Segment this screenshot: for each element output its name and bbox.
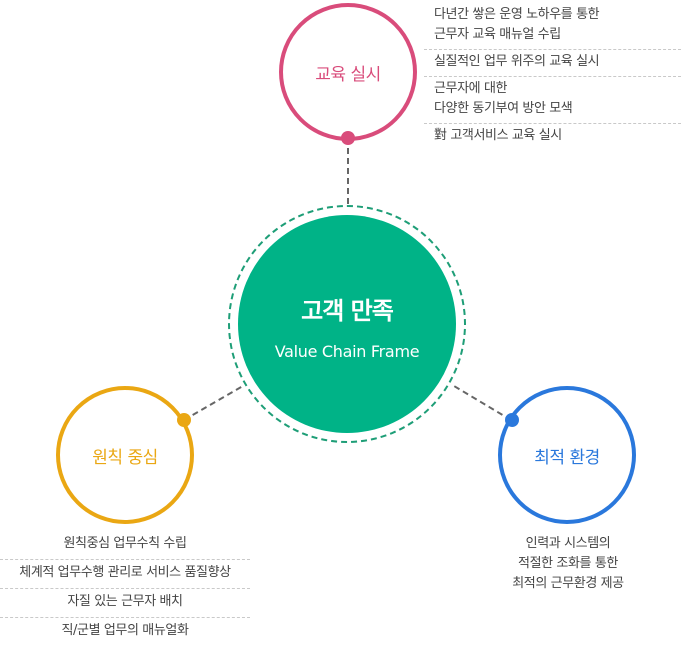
center-title: 고객 만족 <box>301 297 394 325</box>
principle-list: 원칙중심 업무수칙 수립 체계적 업무수행 관리로 서비스 품질향상 자질 있는… <box>0 531 250 646</box>
principle-item: 원칙중심 업무수칙 수립 <box>0 531 250 560</box>
principle-item: 체계적 업무수행 관리로 서비스 품질향상 <box>0 560 250 589</box>
education-item-line: 근무자 교육 매뉴얼 수립 <box>434 27 561 42</box>
environment-line: 최적의 근무환경 제공 <box>512 576 624 591</box>
node-environment-label: 최적 환경 <box>534 447 600 468</box>
node-environment: 최적 환경 <box>498 386 636 524</box>
education-item-line: 실질적인 업무 위주의 교육 실시 <box>434 54 600 69</box>
principle-item-text: 자질 있는 근무자 배치 <box>67 594 183 609</box>
education-dot <box>341 131 355 145</box>
education-item: 근무자에 대한 다양한 동기부여 방안 모색 <box>424 77 681 124</box>
principle-item: 직/군별 업무의 매뉴얼화 <box>0 618 250 646</box>
node-education-label: 교육 실시 <box>315 64 381 85</box>
center-circle: 고객 만족 Value Chain Frame <box>238 215 456 433</box>
connector-environment <box>453 385 512 421</box>
principle-item-text: 체계적 업무수행 관리로 서비스 품질향상 <box>19 565 231 580</box>
center-subtitle: Value Chain Frame <box>274 342 420 361</box>
education-item-line: 다년간 쌓은 운영 노하우를 통한 <box>434 7 600 22</box>
node-education: 교육 실시 <box>279 3 417 141</box>
principle-item: 자질 있는 근무자 배치 <box>0 589 250 618</box>
education-item-line: 근무자에 대한 <box>434 81 508 96</box>
environment-dot <box>505 413 519 427</box>
environment-line: 인력과 시스템의 <box>525 536 611 551</box>
education-item-line: 對 고객서비스 교육 실시 <box>434 128 562 143</box>
center-dashed-ring <box>228 205 466 443</box>
node-principle: 원칙 중심 <box>56 386 194 524</box>
principle-item-text: 직/군별 업무의 매뉴얼화 <box>61 623 189 638</box>
environment-line: 적절한 조화를 통한 <box>518 556 618 571</box>
education-item: 다년간 쌓은 운영 노하우를 통한 근무자 교육 매뉴얼 수립 <box>424 3 681 50</box>
education-item: 실질적인 업무 위주의 교육 실시 <box>424 50 681 77</box>
connector-principle <box>183 385 244 421</box>
education-list: 다년간 쌓은 운영 노하우를 통한 근무자 교육 매뉴얼 수립 실질적인 업무 … <box>424 3 681 150</box>
environment-text: 인력과 시스템의 적절한 조화를 통한 최적의 근무환경 제공 <box>470 534 666 594</box>
principle-item-text: 원칙중심 업무수칙 수립 <box>63 536 187 551</box>
education-item: 對 고객서비스 교육 실시 <box>424 124 681 150</box>
node-principle-label: 원칙 중심 <box>92 447 158 468</box>
principle-dot <box>177 413 191 427</box>
education-item-line: 다양한 동기부여 방안 모색 <box>434 101 573 116</box>
